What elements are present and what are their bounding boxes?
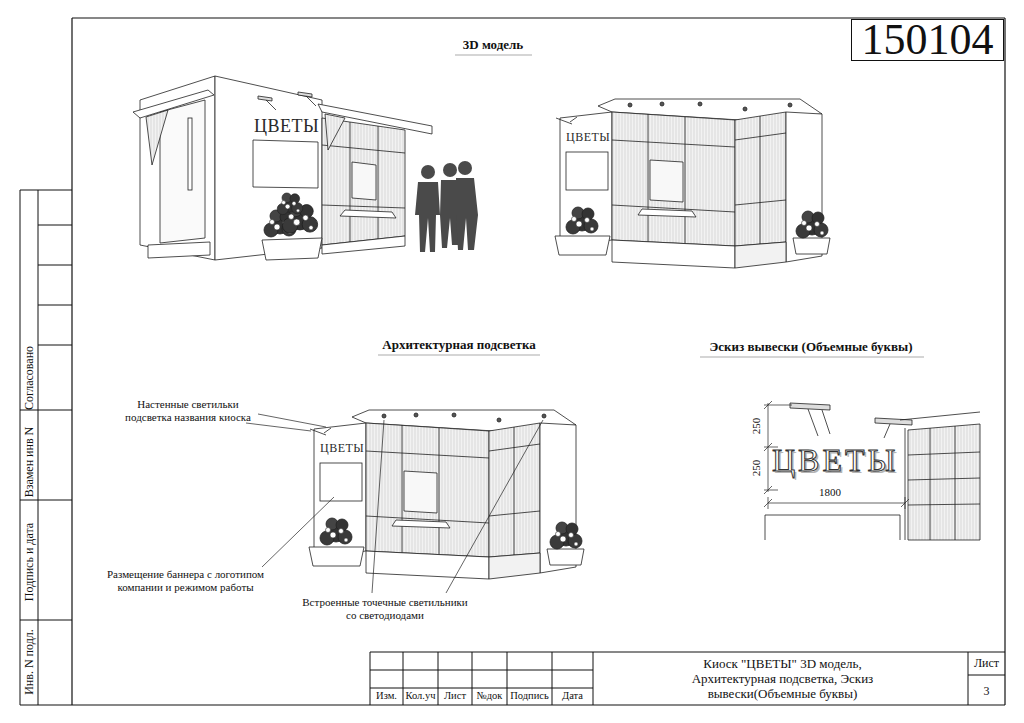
sheet-code: 150104 <box>862 21 994 59</box>
kiosk-view-lighting <box>309 410 584 579</box>
title-block-cell: Лист <box>444 690 466 703</box>
sheet-code-box: 150104 <box>851 19 1004 61</box>
section-heading: 3D модель <box>463 37 523 53</box>
approval-stamp <box>20 190 72 705</box>
title-block-cell: Лист <box>974 656 999 670</box>
title-block-cell: Изм. <box>376 690 397 703</box>
title-block-cell: Кол.уч <box>406 690 436 703</box>
sheet-frame <box>20 18 1005 705</box>
sign-letters: ЦВЕТЫ <box>320 441 364 455</box>
dimension: 250 <box>750 460 763 477</box>
people-silhouettes <box>415 161 478 252</box>
stamp-label: Взамен инв N <box>22 427 36 498</box>
volumetric-letters: ЦВЕТЫ <box>772 444 898 476</box>
heading-underlines <box>378 55 924 357</box>
title-block <box>370 652 1005 705</box>
stamp-label: Подпись и дата <box>22 523 36 601</box>
sign-letters: ЦВЕТЫ <box>254 116 319 138</box>
title-block-description: Киоск "ЦВЕТЫ" 3D модель, Архитектурная п… <box>675 656 890 701</box>
dimension: 250 <box>750 418 763 435</box>
section-heading: Эскиз вывески (Объемные буквы) <box>709 339 912 355</box>
title-block-cell: Подпись <box>510 690 549 703</box>
stamp-label: Инв. N подл. <box>22 629 36 695</box>
dimension-lines <box>764 401 909 509</box>
callout-text: Размещение баннера с логотипом компании … <box>103 568 268 594</box>
sheet-number: 3 <box>984 684 990 698</box>
callout-text: Встроенные точечные светильники со свето… <box>300 596 470 622</box>
kiosk-view-2 <box>555 99 830 268</box>
title-block-cell: Дата <box>562 690 583 703</box>
kiosk-view-1 <box>133 76 432 260</box>
dimension: 1800 <box>819 486 841 499</box>
sign-letters: ЦВЕТЫ <box>566 130 610 144</box>
callout-text: Настенные светильки подсветка названия к… <box>118 398 258 424</box>
title-block-cell: №док <box>477 690 503 703</box>
leader-lines <box>246 414 543 593</box>
stamp-label: Согласовано <box>22 346 36 410</box>
sign-sketch <box>765 403 980 540</box>
section-heading: Архитектурная подсветка <box>382 337 535 353</box>
